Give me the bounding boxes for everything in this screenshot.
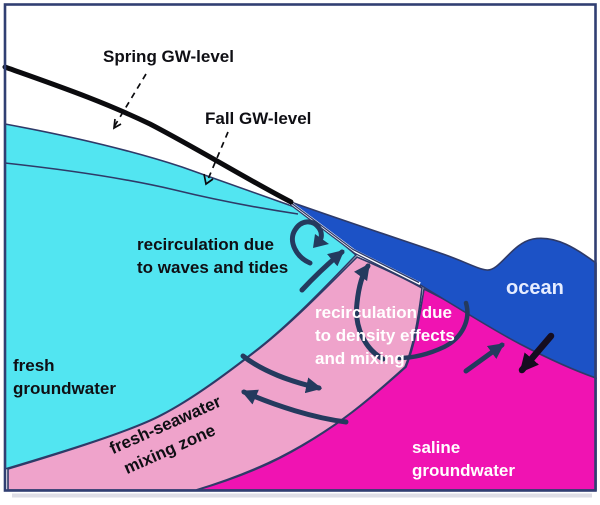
recirc-waves-label-line2: to waves and tides — [137, 258, 288, 277]
spring-gw-label: Spring GW-level — [103, 47, 234, 66]
seabed-upper-line — [287, 199, 420, 284]
figure-border — [3, 3, 597, 492]
ocean-region — [287, 200, 597, 380]
fall-gw-label: Fall GW-level — [205, 109, 311, 128]
beach-upwelling-arrow — [299, 249, 345, 293]
density-upwelling-arrow — [354, 263, 386, 362]
figure-shadow — [12, 493, 592, 498]
density-inflow-curve — [396, 300, 470, 361]
saline-groundwater-label-line2: groundwater — [412, 461, 515, 480]
recirc-density-label-line2: to density effects — [315, 326, 455, 345]
saline-groundwater-label-line1: saline — [412, 438, 460, 457]
spring-gw-pointer-head — [112, 118, 122, 130]
mixing-zone-seaward-arrow — [240, 353, 323, 394]
fresh-groundwater-label-line1: fresh — [13, 356, 55, 375]
ocean-label: ocean — [506, 277, 564, 299]
seafloor-discharge-arrow — [463, 342, 505, 374]
fall-gw-pointer-head — [203, 173, 214, 186]
fall-gw-pointer-dash — [205, 131, 229, 185]
wave-loop-arrowhead — [313, 234, 329, 248]
recirc-density-label-line1: recirculation due — [315, 303, 452, 322]
recirc-waves-label-line1: recirculation due — [137, 235, 274, 254]
recirc-density-label-line3: and mixing — [315, 349, 405, 368]
mixing-zone-landward-arrow — [241, 389, 349, 425]
seafloor-intrusion-arrow — [518, 332, 555, 374]
land-surface-line — [2, 64, 294, 205]
wave-recirculation-loop-arrow — [289, 219, 324, 266]
fresh-groundwater-label-line2: groundwater — [13, 379, 116, 398]
fall-gw-line — [4, 162, 299, 215]
